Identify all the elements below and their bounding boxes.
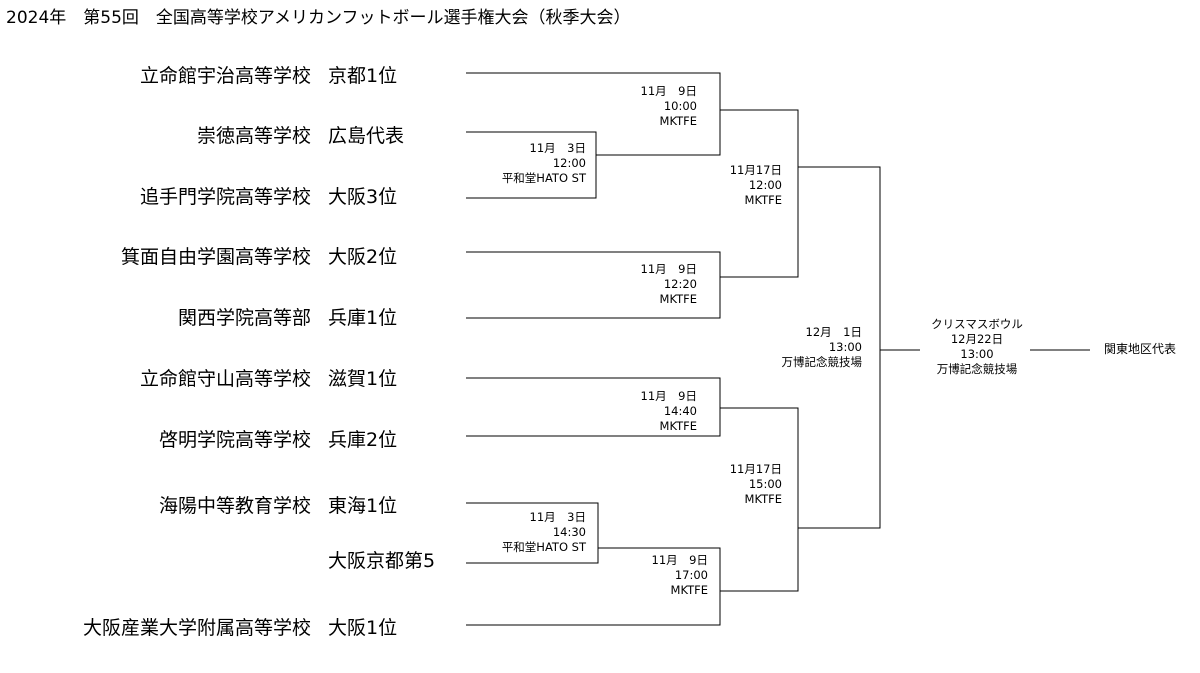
bracket-line (466, 131, 597, 199)
match-info: 11月 9日 17:00 MKTFE (651, 553, 708, 597)
team-region: 大阪3位 (328, 186, 398, 208)
christmas-bowl-info: クリスマスボウル 12月22日 13:00 万博記念競技場 (931, 317, 1023, 376)
bracket-line (720, 109, 799, 278)
team-school: 箕面自由学園高等学校 (120, 246, 311, 268)
page-title: 2024年 第55回 全国高等学校アメリカンフットボール選手権大会（秋季大会） (6, 8, 631, 28)
match-info: 12月 1日 13:00 万博記念競技場 (781, 325, 863, 369)
match-info: 11月17日 12:00 MKTFE (729, 163, 782, 207)
team-school: 啓明学院高等学校 (158, 429, 311, 451)
team-region: 大阪2位 (328, 246, 398, 268)
match-info: 11月17日 15:00 MKTFE (729, 462, 782, 506)
team-school: 崇徳高等学校 (196, 125, 311, 147)
team-region: 兵庫1位 (328, 307, 398, 329)
team-school: 追手門学院高等学校 (139, 186, 311, 208)
match-info: 11月 3日 12:00 平和堂HATO ST (501, 141, 586, 185)
kanto-representative: 関東地区代表 (1104, 342, 1177, 356)
team-region: 大阪京都第5 (328, 550, 436, 572)
team-region: 広島代表 (328, 125, 405, 147)
team-region: 大阪1位 (328, 617, 398, 639)
team-school: 大阪産業大学附属高等学校 (82, 617, 311, 639)
bracket-line (466, 72, 721, 156)
bracket-line (466, 547, 721, 626)
bracket-line (466, 377, 721, 437)
team-school: 関西学院高等部 (177, 307, 311, 329)
bracket-line (466, 251, 721, 319)
team-school: 海陽中等教育学校 (158, 495, 311, 517)
bracket-line (798, 166, 881, 529)
match-info: 11月 3日 14:30 平和堂HATO ST (501, 510, 586, 554)
team-region: 東海1位 (328, 495, 398, 517)
match-info: 11月 9日 10:00 MKTFE (640, 84, 697, 128)
bracket-line (720, 407, 799, 592)
match-info: 11月 9日 12:20 MKTFE (640, 262, 697, 306)
team-region: 滋賀1位 (328, 368, 398, 390)
team-region: 兵庫2位 (328, 429, 398, 451)
team-school: 立命館守山高等学校 (139, 368, 311, 390)
bracket-line (466, 502, 599, 564)
team-school: 立命館宇治高等学校 (139, 65, 311, 87)
match-info: 11月 9日 14:40 MKTFE (640, 389, 697, 433)
team-region: 京都1位 (328, 65, 398, 87)
